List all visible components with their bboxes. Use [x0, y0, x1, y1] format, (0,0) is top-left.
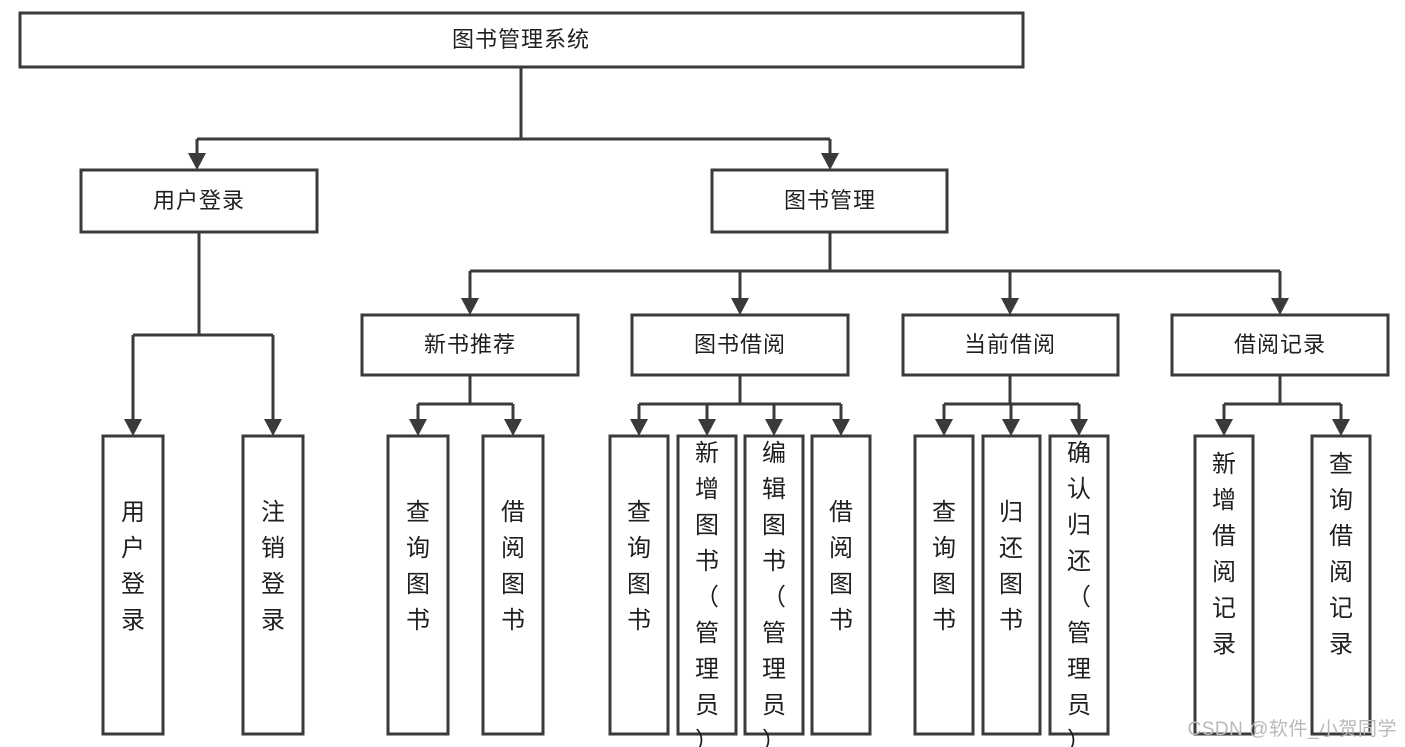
leaf-borrow-record-0[interactable]: 新增借阅记录 — [1193, 434, 1255, 736]
connector-new-book-to-leaves — [409, 375, 522, 436]
leaf-book-borrow-0-label: 查询图书 — [627, 499, 651, 634]
leaf-user-login-1-label: 注销登录 — [261, 499, 285, 634]
leaf-new-book-recommend-1-label: 借阅图书 — [501, 499, 525, 634]
node-root-system-label: 图书管理系统 — [452, 27, 590, 52]
node-book-management-label: 图书管理 — [784, 188, 876, 213]
connector-root-to-level2 — [188, 67, 839, 170]
node-book-management[interactable]: 图书管理 — [710, 168, 949, 234]
connector-borrow-record-to-leaves — [1215, 375, 1350, 436]
leaf-book-borrow-3-label: 借阅图书 — [829, 499, 853, 634]
connector-current-borrow-to-leaves — [935, 375, 1088, 436]
leaf-new-book-recommend-1[interactable]: 借阅图书 — [481, 434, 545, 736]
leaf-user-login-1[interactable]: 注销登录 — [241, 434, 305, 736]
node-root-system[interactable]: 图书管理系统 — [18, 11, 1025, 69]
leaf-current-borrow-0-label: 查询图书 — [932, 499, 956, 634]
leaf-book-borrow-2[interactable]: 编辑图书（管理员） — [743, 434, 805, 747]
connector-book-mgmt-to-level3 — [461, 232, 1289, 315]
leaf-current-borrow-2-label: 确认归还（管理员） — [1067, 440, 1091, 747]
node-book-borrow-label: 图书借阅 — [694, 332, 786, 357]
connector-book-borrow-to-leaves — [630, 375, 850, 436]
leaf-current-borrow-0[interactable]: 查询图书 — [913, 434, 975, 736]
leaf-book-borrow-1[interactable]: 新增图书（管理员） — [676, 434, 738, 747]
leaf-book-borrow-2-label: 编辑图书（管理员） — [762, 440, 786, 747]
leaf-book-borrow-0[interactable]: 查询图书 — [608, 434, 670, 736]
connector-user-login-to-leaves — [124, 232, 282, 436]
leaf-current-borrow-1[interactable]: 归还图书 — [981, 434, 1042, 736]
node-user-login[interactable]: 用户登录 — [79, 168, 319, 234]
leaf-user-login-0[interactable]: 用户登录 — [101, 434, 165, 736]
leaf-new-book-recommend-0[interactable]: 查询图书 — [386, 434, 450, 736]
leaf-current-borrow-1-label: 归还图书 — [999, 499, 1023, 634]
leaf-book-borrow-1-label: 新增图书（管理员） — [695, 440, 719, 747]
leaf-current-borrow-2[interactable]: 确认归还（管理员） — [1048, 434, 1110, 747]
node-book-borrow[interactable]: 图书借阅 — [630, 313, 850, 377]
leaf-user-login-0-label: 用户登录 — [121, 499, 145, 634]
node-current-borrow-label: 当前借阅 — [964, 332, 1056, 357]
node-new-book-recommend-label: 新书推荐 — [424, 332, 516, 357]
leaf-borrow-record-1-label: 查询借阅记录 — [1329, 451, 1353, 658]
node-borrow-record[interactable]: 借阅记录 — [1170, 313, 1390, 377]
leaf-new-book-recommend-0-label: 查询图书 — [406, 499, 430, 634]
leaf-borrow-record-0-label: 新增借阅记录 — [1212, 451, 1236, 658]
node-new-book-recommend[interactable]: 新书推荐 — [360, 313, 580, 377]
leaf-book-borrow-3[interactable]: 借阅图书 — [810, 434, 872, 736]
node-user-login-label: 用户登录 — [153, 188, 245, 213]
leaf-borrow-record-1[interactable]: 查询借阅记录 — [1310, 434, 1372, 736]
node-current-borrow[interactable]: 当前借阅 — [901, 313, 1120, 377]
node-borrow-record-label: 借阅记录 — [1234, 332, 1326, 357]
